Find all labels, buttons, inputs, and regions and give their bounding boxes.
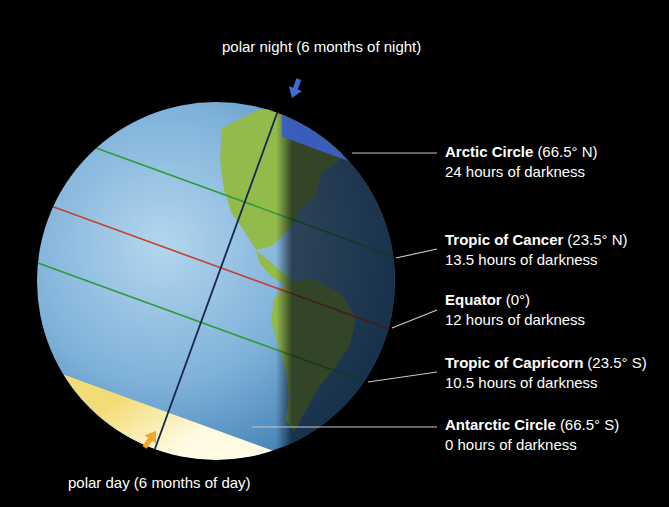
night-side — [270, 90, 410, 470]
leader-line — [368, 372, 437, 382]
label-line: 24 hours of darkness — [445, 162, 598, 182]
equator-label: Equator(0°)12 hours of darkness — [445, 290, 585, 330]
leader-line — [352, 152, 437, 153]
label-line: 13.5 hours of darkness — [445, 250, 628, 270]
arctic-circle-label: Arctic Circle(66.5° N)24 hours of darkne… — [445, 142, 598, 182]
latitude-name: Tropic of Capricorn — [445, 353, 583, 373]
label-text: 13.5 hours of darkness — [445, 250, 598, 270]
label-text: 24 hours of darkness — [445, 162, 585, 182]
tropic-capricorn-label: Tropic of Capricorn(23.5° S)10.5 hours o… — [445, 353, 647, 393]
label-text: (0°) — [506, 290, 530, 310]
label-line: Tropic of Capricorn(23.5° S) — [445, 353, 647, 373]
greenland — [334, 96, 378, 142]
label-text: (66.5° N) — [537, 142, 597, 162]
label-line: Tropic of Cancer(23.5° N) — [445, 230, 628, 250]
antarctic-circle-label: Antarctic Circle(66.5° S)0 hours of dark… — [445, 415, 619, 455]
latitude-name: Arctic Circle — [445, 142, 533, 162]
polar-night-cap — [282, 102, 349, 161]
label-text: 10.5 hours of darkness — [445, 373, 598, 393]
label-text: (23.5° N) — [567, 230, 627, 250]
label-text: polar night (6 months of night) — [222, 37, 421, 57]
label-line: Arctic Circle(66.5° N) — [445, 142, 598, 162]
leader-line — [396, 249, 437, 258]
label-line: polar day (6 months of day) — [68, 473, 251, 493]
label-line: Antarctic Circle(66.5° S) — [445, 415, 619, 435]
label-text: (66.5° S) — [560, 415, 619, 435]
label-line: 12 hours of darkness — [445, 310, 585, 330]
label-text: polar day (6 months of day) — [68, 473, 251, 493]
label-line: Equator(0°) — [445, 290, 585, 310]
polar-day-arrow — [139, 427, 162, 451]
latitude-name: Equator — [445, 290, 502, 310]
label-text: (23.5° S) — [587, 353, 646, 373]
label-line: 0 hours of darkness — [445, 435, 619, 455]
label-line: polar night (6 months of night) — [222, 37, 421, 57]
polar-day-label: polar day (6 months of day) — [68, 473, 251, 493]
label-line: 10.5 hours of darkness — [445, 373, 647, 393]
polar-night-label: polar night (6 months of night) — [222, 37, 421, 57]
polar-night-arrow — [285, 77, 305, 101]
leader-line — [392, 310, 437, 328]
label-text: 12 hours of darkness — [445, 310, 585, 330]
polar-day-cap — [63, 375, 273, 461]
tropic-cancer-label: Tropic of Cancer(23.5° N)13.5 hours of d… — [445, 230, 628, 270]
latitude-name: Antarctic Circle — [445, 415, 556, 435]
latitude-name: Tropic of Cancer — [445, 230, 563, 250]
leader-line — [252, 426, 437, 427]
earth-axis — [155, 113, 277, 449]
label-text: 0 hours of darkness — [445, 435, 577, 455]
